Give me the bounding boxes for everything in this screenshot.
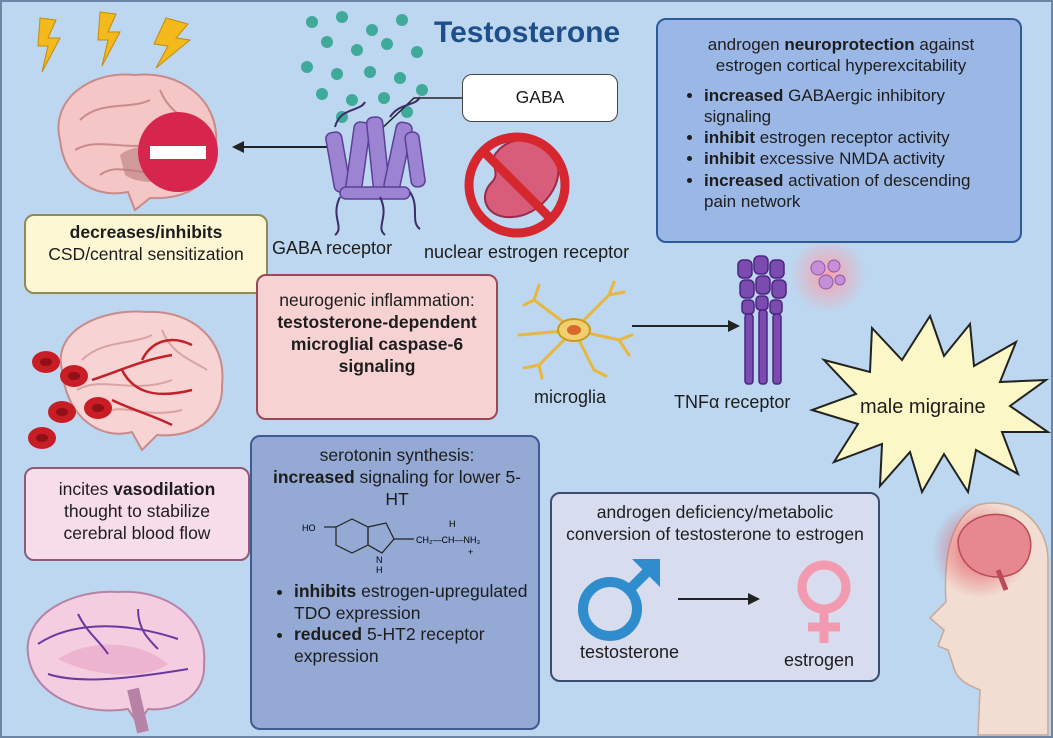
- conversion-arrow: [678, 593, 760, 605]
- svg-text:H: H: [449, 519, 456, 529]
- serotonin-box: serotonin synthesis: increased signaling…: [250, 435, 540, 730]
- vaso-bold: vasodilation: [113, 479, 216, 499]
- no-symbol-icon: [464, 132, 570, 238]
- lightning-icons: [37, 11, 192, 73]
- arrow-to-brain: [232, 141, 330, 153]
- list-item: increased activation of descending pain …: [704, 170, 1006, 213]
- lightning-icon: [37, 17, 61, 73]
- serotonin-heading: serotonin synthesis: increased signaling…: [272, 445, 522, 509]
- csd-bold: decreases/inhibits: [69, 222, 223, 242]
- microglia-label: microglia: [534, 387, 607, 407]
- starburst-icon: [808, 313, 1051, 495]
- vaso-pre: incites: [58, 479, 114, 499]
- lightning-icon: [97, 11, 121, 67]
- androgen-text: androgen deficiency/metabolic conversion…: [566, 502, 864, 544]
- male-migraine-label: male migraine: [860, 396, 986, 418]
- gaba-callout: GABA: [462, 74, 618, 122]
- serotonin-list: inhibits estrogen-upregulated TDO expres…: [266, 581, 528, 669]
- csd-text: CSD/central sensitization: [48, 243, 244, 264]
- microglia-icon: [517, 280, 634, 380]
- brain-icon: [57, 73, 218, 212]
- lightning-icon: [153, 17, 192, 69]
- svg-text:+: +: [468, 547, 473, 557]
- tnf-label: TNFα receptor: [674, 392, 791, 412]
- list-item: inhibit excessive NMDA activity: [704, 148, 1006, 169]
- neurogenic-box: neurogenic inflammation: testosterone-de…: [256, 274, 498, 420]
- svg-text:CH₂—CH—NH₃: CH₂—CH—NH₃: [416, 535, 480, 545]
- sagittal-brain-icon: [26, 590, 206, 734]
- red-blood-cell-icon: [28, 351, 112, 449]
- head-profile-icon: [928, 502, 1049, 736]
- estrogen-label: estrogen: [784, 650, 855, 670]
- gaba-molecules: [301, 11, 428, 123]
- vaso-text: thought to stabilize cerebral blood flow: [63, 500, 211, 543]
- list-item: inhibit estrogen receptor activity: [704, 127, 1006, 148]
- neuroprotection-list: increased GABAergic inhibitory signaling…: [676, 85, 1006, 213]
- tnf-ligand-icon: [790, 237, 866, 313]
- tnf-receptor-icon: [737, 255, 787, 385]
- neuroprotection-intro: androgen neuroprotection against estroge…: [707, 35, 975, 76]
- svg-text:N: N: [376, 555, 383, 565]
- nuclear-receptor-label: nuclear estrogen receptor: [424, 242, 630, 262]
- gaba-receptor-label: GABA receptor: [272, 238, 393, 258]
- list-item: inhibits estrogen-upregulated TDO expres…: [294, 581, 528, 625]
- gaba-callout-line: [375, 97, 462, 135]
- female-symbol-icon: [797, 560, 851, 643]
- list-item: increased GABAergic inhibitory signaling: [704, 85, 1006, 128]
- svg-text:HO: HO: [302, 523, 316, 533]
- serotonin-molecule-icon: HO CH₂—CH—NH₃ H + N H: [302, 517, 480, 575]
- neuroprotection-box: androgen neuroprotection against estroge…: [656, 18, 1022, 243]
- page-title: Testosterone: [434, 16, 621, 49]
- male-symbol-icon: [578, 559, 660, 641]
- vasodilation-box: incites vasodilation thought to stabiliz…: [24, 467, 250, 561]
- gaba-label: GABA: [515, 87, 565, 107]
- testosterone-label: testosterone: [580, 642, 680, 662]
- list-item: reduced 5-HT2 receptor expression: [294, 624, 528, 668]
- svg-text:H: H: [376, 565, 383, 575]
- neurogenic-bold: testosterone-dependent microglial caspas…: [277, 311, 477, 376]
- arrow-to-tnf: [632, 320, 740, 332]
- gaba-receptor-icon: [325, 96, 426, 236]
- vascular-brain-icon: [28, 310, 224, 452]
- androgen-box: androgen deficiency/metabolic conversion…: [550, 492, 880, 682]
- csd-box: decreases/inhibits CSD/central sensitiza…: [24, 214, 268, 294]
- neurogenic-text: neurogenic inflammation:: [279, 290, 475, 310]
